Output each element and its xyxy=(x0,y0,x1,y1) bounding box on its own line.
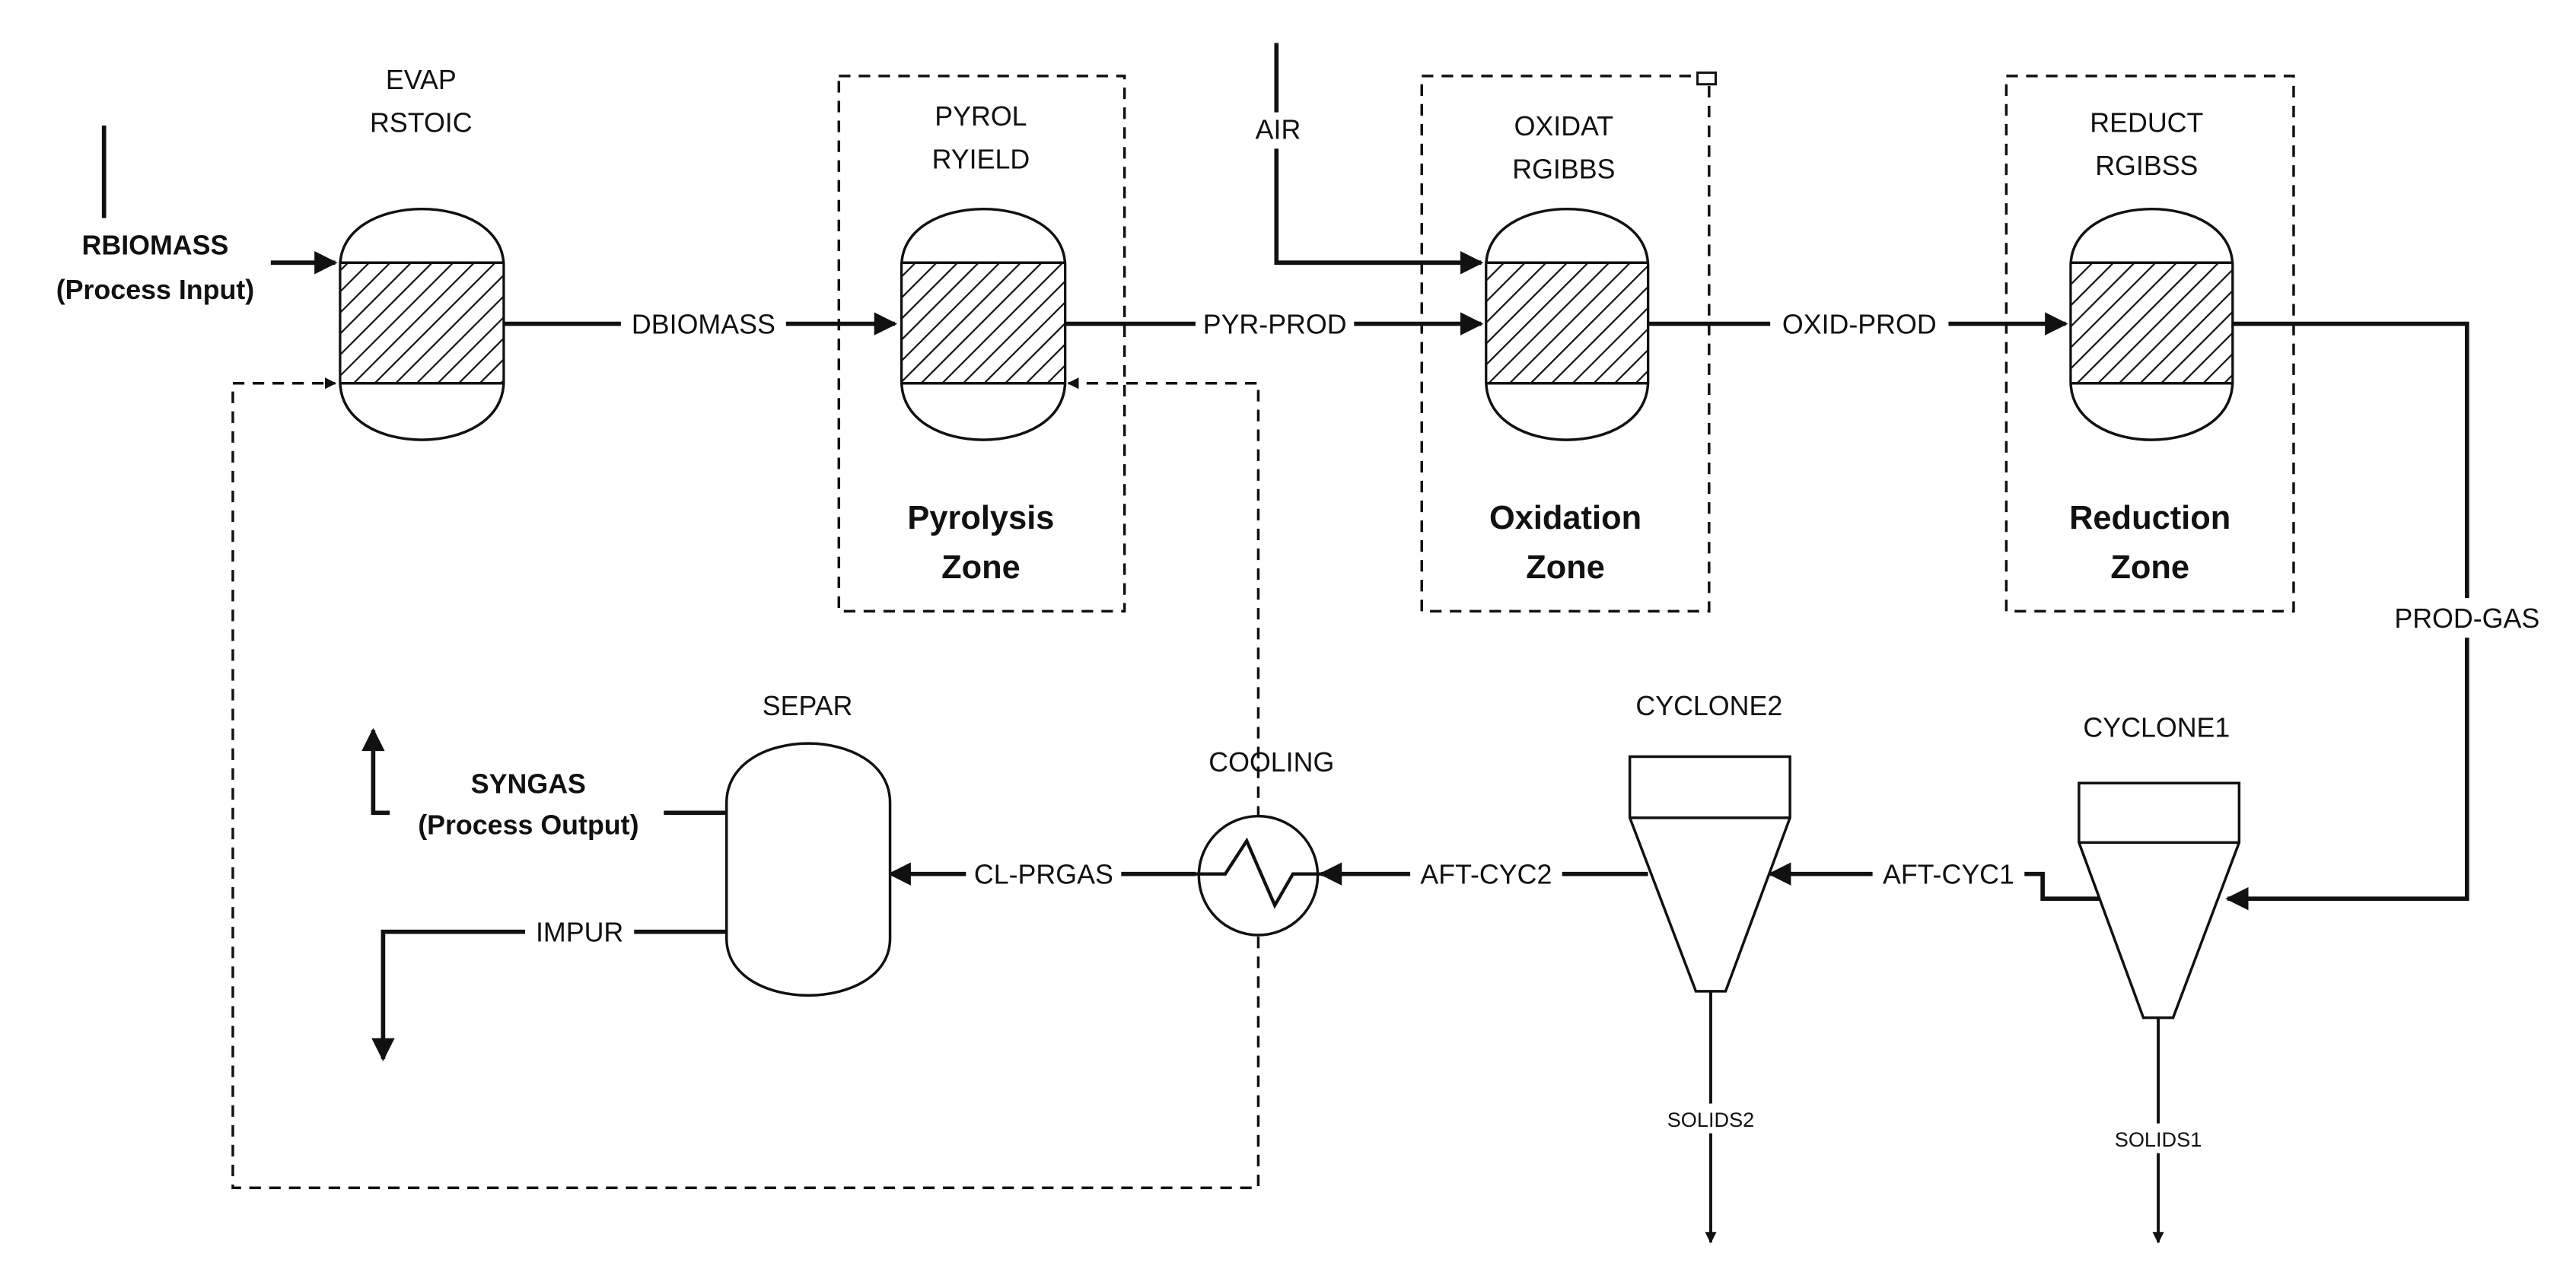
aft-cyc2-label: AFT-CYC2 xyxy=(1420,860,1552,890)
rbiomass-label: RBIOMASS xyxy=(82,230,229,260)
oxidation-zone-box xyxy=(1420,75,1711,613)
pyrolysis-zone-subtitle: Zone xyxy=(941,549,1021,586)
syngas-note: (Process Output) xyxy=(418,810,638,841)
dbiomass-label: DBIOMASS xyxy=(632,310,775,340)
reduction-zone-title: Reduction xyxy=(2069,500,2231,536)
pyrol-name: PYROL xyxy=(935,101,1027,132)
evap-name: EVAP xyxy=(386,65,457,95)
prod-gas-label: PROD-GAS xyxy=(2394,603,2539,634)
cooling-exchanger[interactable] xyxy=(1195,814,1321,937)
reduct-reactor[interactable] xyxy=(2069,208,2234,441)
reduct-name: REDUCT xyxy=(2090,108,2203,138)
cyclone2-separator[interactable] xyxy=(1628,755,1791,993)
reduction-zone-subtitle: Zone xyxy=(2110,549,2189,586)
pyrolysis-zone-box xyxy=(837,75,1126,613)
pyrolysis-zone-title: Pyrolysis xyxy=(907,500,1054,536)
oxidation-zone-handle xyxy=(1696,72,1718,86)
pyr-prod-label: PYR-PROD xyxy=(1203,310,1347,340)
separ-vessel[interactable] xyxy=(725,742,892,997)
pyrol-reactor[interactable] xyxy=(900,208,1067,441)
syngas-label: SYNGAS xyxy=(471,768,586,799)
pyrol-type: RYIELD xyxy=(932,144,1030,174)
evap-reactor[interactable] xyxy=(339,208,505,441)
cyclone1-name: CYCLONE1 xyxy=(2083,712,2230,743)
impur-stream xyxy=(371,929,727,1061)
reduction-zone-box xyxy=(2004,75,2295,613)
solids1-label: SOLIDS1 xyxy=(2115,1128,2202,1151)
oxidation-zone-subtitle: Zone xyxy=(1526,549,1605,586)
rbiomass-note: (Process Input) xyxy=(56,275,254,305)
oxid-prod-label: OXID-PROD xyxy=(1782,310,1937,340)
heat-recycle-loop-left xyxy=(231,377,1260,1189)
cooling-name: COOLING xyxy=(1208,747,1334,778)
oxidat-name: OXIDAT xyxy=(1514,111,1614,142)
solids2-label: SOLIDS2 xyxy=(1667,1108,1755,1131)
cl-prgas-label: CL-PRGAS xyxy=(974,860,1113,890)
heat-recycle-loop-right xyxy=(1067,377,1260,818)
oxidation-zone-title: Oxidation xyxy=(1489,500,1641,536)
oxidat-reactor[interactable] xyxy=(1485,208,1650,441)
aft-cyc1-label: AFT-CYC1 xyxy=(1883,860,2014,890)
oxidat-type: RGIBBS xyxy=(1512,154,1615,184)
impur-label: IMPUR xyxy=(536,918,623,948)
evap-type: RSTOIC xyxy=(370,108,473,138)
cyclone2-name: CYCLONE2 xyxy=(1635,691,1782,721)
cyclone1-separator[interactable] xyxy=(2078,781,2241,1020)
reduct-type: RGIBSS xyxy=(2095,151,2198,181)
air-label: AIR xyxy=(1256,114,1301,145)
separ-name: SEPAR xyxy=(763,691,853,721)
heat-exchanger-icon xyxy=(1195,837,1321,909)
